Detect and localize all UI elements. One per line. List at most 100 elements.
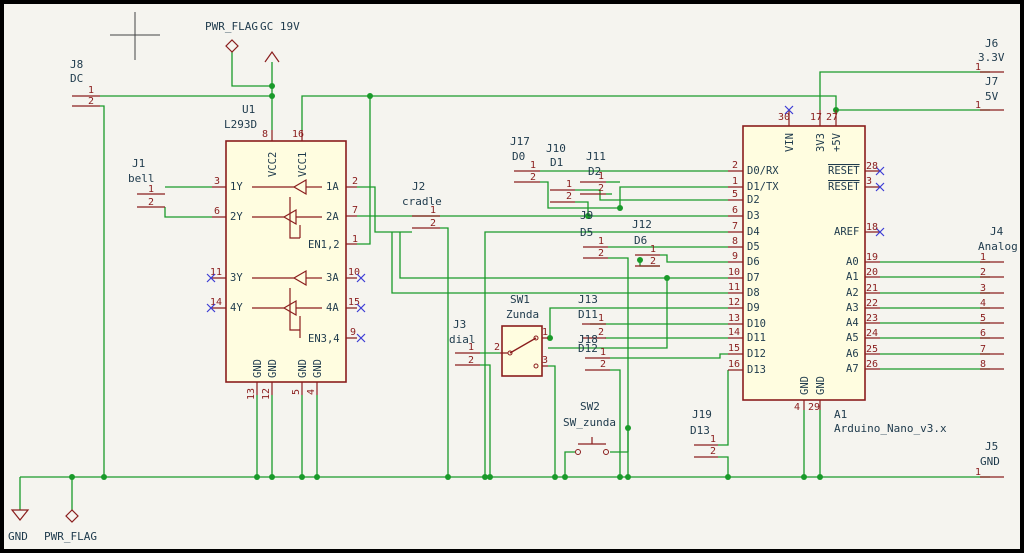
ic-a1-arduino-nano[interactable]: A1 Arduino_Nano_v3.x 30 17 27 VIN 3V3 +5… [728,105,947,435]
sw1-ref: SW1 [510,293,530,306]
a1-pin4-num: 4 [794,402,800,413]
j8-pin2: 2 [88,96,94,107]
a1-a7-label: A7 [846,363,859,375]
j4-pin: 1 [980,252,986,263]
j1-pin2: 2 [148,197,154,208]
j5-pin1: 1 [975,467,981,478]
no-connect-markers [206,273,366,343]
connector-j1-bell[interactable]: J1 bell 1 2 [128,157,165,208]
u1-gnd-label: GND [267,359,279,378]
j4-pin: 5 [980,313,986,324]
wires [19,52,990,510]
a1-right-pin-labels: 19 20 21 22 23 24 25 26 A0 A1 A2 A3 A4 A… [846,252,878,375]
u1-2a-label: 2A [326,211,339,223]
connector-j4-analog[interactable]: J4 Analog 1 2 3 4 5 6 7 8 [978,225,1018,370]
connector-j9[interactable]: J9 D5 1 2 [580,209,608,259]
j17-pin2: 2 [530,172,536,183]
j17-value: D0 [512,150,525,163]
u1-2y-label: 2Y [230,211,243,223]
u1-pin5-num: 5 [291,389,302,395]
a1-vin-label: VIN [784,133,796,152]
connector-j2-cradle[interactable]: J2 cradle 1 2 [402,180,442,229]
connector-j11[interactable]: J11 D2 1 2 [580,150,606,195]
j11-pin1: 1 [598,171,604,182]
a1-d8-label: D8 [747,287,760,299]
a1-d2-label: D2 [747,194,760,206]
j4-pin: 8 [980,359,986,370]
a1-left-pin-labels: 2 1 5 6 7 8 9 10 11 12 13 14 15 16 D0/RX… [728,160,779,376]
pwr-flag-bottom[interactable]: PWR_FLAG [44,509,97,543]
connector-j19[interactable]: J19 D13 1 2 [690,408,718,458]
j4-pin: 4 [980,298,986,309]
net-19v-label: GC 19V [260,20,300,33]
j3-ref: J3 [453,318,466,331]
connector-j18[interactable]: J18 D12 1 2 [578,333,610,371]
j10-pin1: 1 [566,179,572,190]
j9-ref: J9 [580,209,593,222]
j1-ref: J1 [132,157,145,170]
a1-a2-label: A2 [846,287,859,299]
j4-ref: J4 [990,225,1004,238]
cursor-crosshair [110,12,160,60]
gnd-symbol[interactable]: GND [8,509,30,543]
u1-en12-label: EN1,2 [308,239,340,251]
connector-j6[interactable]: J6 3.3V 1 [975,37,1005,73]
switch-sw1[interactable]: SW1 Zunda 1 2 3 [494,293,548,377]
j10-pin2: 2 [566,191,572,202]
connector-j13[interactable]: J13 D11 1 2 [578,293,606,339]
a1-pin-num: 14 [728,327,740,338]
connector-j3-dial[interactable]: J3 dial 1 2 [449,318,480,366]
j9-pin2: 2 [598,248,604,259]
ic-u1-l293d[interactable]: U1 L293D 8 16 VCC2 VCC1 13 12 5 4 GND GN… [210,103,360,400]
j17-pin1: 1 [530,160,536,171]
j3-value: dial [449,333,476,346]
switch-sw2[interactable]: SW2 SW_zunda [563,400,616,455]
u1-pin10-num: 10 [348,267,360,278]
a1-pin-num: 19 [866,252,878,263]
a1-pin-num: 21 [866,283,878,294]
a1-pin-num: 11 [728,282,740,293]
pwr-flag-top[interactable]: PWR_FLAG GC 19V [205,20,300,63]
a1-a0-label: A0 [846,256,859,268]
a1-pin-num: 20 [866,267,878,278]
j18-pin1: 1 [600,347,606,358]
j1-pin1: 1 [148,184,154,195]
a1-d0-label: D0/RX [747,165,779,177]
u1-pin8-num: 8 [262,129,268,140]
connector-j17[interactable]: J17 D0 1 2 [510,135,540,183]
a1-pin18-num: 18 [866,222,878,233]
u1-pin6-num: 6 [214,206,220,217]
u1-pin16-num: 16 [292,129,304,140]
u1-vcc2-label: VCC2 [267,152,279,177]
u1-pin2-num: 2 [352,176,358,187]
j5-value: GND [980,455,1000,468]
j19-pin1: 1 [710,434,716,445]
a1-a5-label: A5 [846,332,859,344]
j12-pin1: 1 [650,244,656,255]
a1-d1-label: D1/TX [747,181,779,193]
connector-j7[interactable]: J7 5V 1 [975,75,1004,111]
a1-d10-label: D10 [747,318,766,330]
j12-value: D6 [634,234,647,247]
j4-pin: 7 [980,344,986,355]
a1-pin-num: 5 [732,189,738,200]
a1-d5-label: D5 [747,241,760,253]
a1-pin3-num: 3 [866,176,872,187]
connector-j10[interactable]: J10 D1 1 2 [546,142,575,203]
a1-pin-num: 16 [728,359,740,370]
u1-gnd-label: GND [312,359,324,378]
connector-j5[interactable]: J5 GND 1 [975,440,1004,478]
a1-gnd-label: GND [799,376,811,395]
a1-pin-num: 12 [728,297,740,308]
j18-ref: J18 [578,333,598,346]
j4-pin: 2 [980,267,986,278]
u1-3y-label: 3Y [230,272,243,284]
connector-j12[interactable]: J12 D6 1 2 [632,218,660,267]
j9-pin1: 1 [598,236,604,247]
u1-vcc1-label: VCC1 [297,152,309,177]
a1-pin27-num: 27 [826,112,838,123]
a1-aref-label: AREF [834,226,859,238]
connector-j8[interactable]: J8 DC 1 2 [70,58,100,107]
j2-ref: J2 [412,180,425,193]
pwr-flag-top-label: PWR_FLAG [205,20,258,33]
